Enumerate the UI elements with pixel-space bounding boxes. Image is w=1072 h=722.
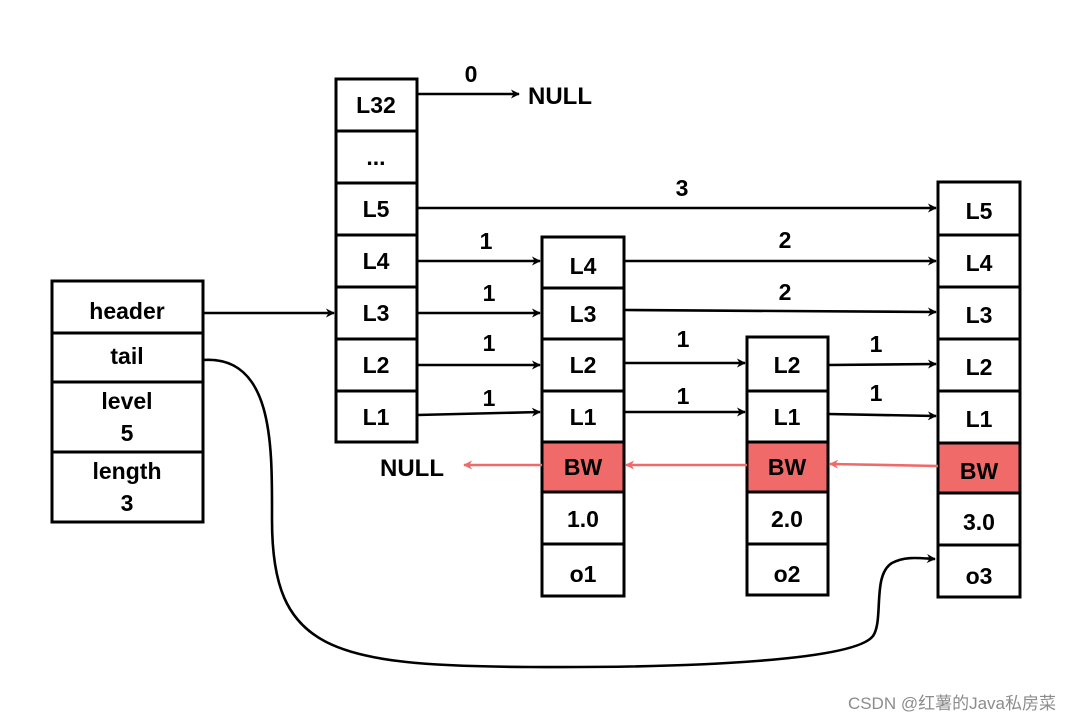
skiplist-node-3: L5 L4 L3 L2 L1 BW 3.0 o3	[936, 180, 1022, 599]
arrow-node2-L2-node3	[827, 359, 937, 369]
node1-level-label: L2	[570, 352, 597, 378]
head-level-label: ...	[366, 144, 385, 170]
length-value: 3	[121, 490, 134, 516]
node3-level-label: L4	[966, 250, 993, 276]
node2-level-L1	[745, 389, 830, 444]
node1-level-label: L3	[570, 301, 597, 327]
node2-backward-label: BW	[768, 454, 807, 480]
length-field	[50, 450, 205, 524]
head-level-label: L1	[363, 404, 390, 430]
node2-score-value: 2.0	[771, 506, 803, 532]
backward-pointers	[463, 459, 939, 470]
header-label: header	[89, 298, 164, 324]
arrow-node1-L3-node3	[623, 307, 937, 317]
node1-level-label: L1	[570, 404, 597, 430]
head-level-L1	[334, 389, 419, 444]
node3-level-label: L3	[966, 302, 993, 328]
length-label: length	[93, 458, 162, 484]
csdn-watermark: CSDN @红薯的Java私房菜	[847, 694, 1056, 713]
tail-label: tail	[110, 343, 143, 369]
head-level-L4	[334, 233, 419, 289]
node3-level-label: L1	[966, 406, 993, 432]
node3-backward	[936, 441, 1022, 495]
level-value: 5	[121, 420, 134, 446]
node1-score	[540, 490, 626, 546]
span-labels: 0 3 1 1 1 1 2 2 1 1 1 1	[465, 61, 883, 411]
node2-level-label: L1	[774, 404, 801, 430]
node1-level-label: L4	[570, 253, 597, 279]
node2-score	[745, 490, 830, 546]
node3-level-L5	[936, 180, 1022, 237]
arrow-tail-to-node3	[202, 358, 936, 669]
span-label: 1	[480, 228, 493, 254]
node3-obj-value: o3	[966, 563, 993, 589]
node1-obj	[540, 542, 626, 598]
span-label: 1	[483, 280, 496, 306]
node3-level-label: L2	[966, 354, 993, 380]
span-label: 1	[483, 385, 496, 411]
node1-level-L4	[540, 235, 626, 290]
node3-level-label: L5	[966, 198, 993, 224]
span-label: 1	[483, 330, 496, 356]
span-label: 1	[677, 383, 690, 409]
skiplist-node-1: L4 L3 L2 L1 BW 1.0 o1	[540, 235, 626, 598]
node3-backward-label: BW	[960, 458, 999, 484]
zskiplist-struct: header tail level 5 length 3	[50, 279, 205, 524]
span-label: 1	[870, 331, 883, 357]
node2-obj-value: o2	[774, 561, 801, 587]
span-label: 1	[870, 380, 883, 406]
node2-level-L2	[745, 335, 830, 393]
node1-obj-value: o1	[570, 561, 597, 587]
arrow-node2-L1-node3	[827, 411, 937, 421]
span-label: 0	[465, 61, 478, 87]
node2-obj	[745, 542, 830, 597]
head-level-label: L5	[363, 196, 390, 222]
node3-obj	[936, 543, 1022, 599]
node3-score	[936, 491, 1022, 547]
node3-level-L2	[936, 337, 1022, 393]
head-level-label: L32	[356, 92, 396, 118]
level-label: level	[101, 388, 152, 414]
forward-pointers	[202, 89, 937, 669]
head-node: L32 ... L5 L4 L3 L2 L1	[334, 77, 419, 444]
head-level-ellipsis	[334, 129, 419, 185]
span-label: 3	[676, 175, 689, 201]
head-level-L2	[334, 337, 419, 393]
null-label-top: NULL	[528, 83, 592, 110]
head-level-label: L4	[363, 248, 390, 274]
head-level-label: L2	[363, 352, 390, 378]
arrow-node3-backward	[829, 459, 939, 469]
node1-score-value: 1.0	[567, 506, 599, 532]
node2-level-label: L2	[774, 352, 801, 378]
span-label: 2	[779, 279, 792, 305]
span-label: 2	[779, 227, 792, 253]
span-label: 1	[677, 326, 690, 352]
node1-backward-label: BW	[564, 454, 603, 480]
null-label-left: NULL	[380, 455, 444, 482]
head-level-label: L3	[363, 300, 390, 326]
arrow-head-L1-node1	[416, 407, 541, 417]
node1-backward	[540, 440, 626, 494]
node3-score-value: 3.0	[963, 509, 995, 535]
skiplist-node-2: L2 L1 BW 2.0 o2	[745, 335, 830, 597]
